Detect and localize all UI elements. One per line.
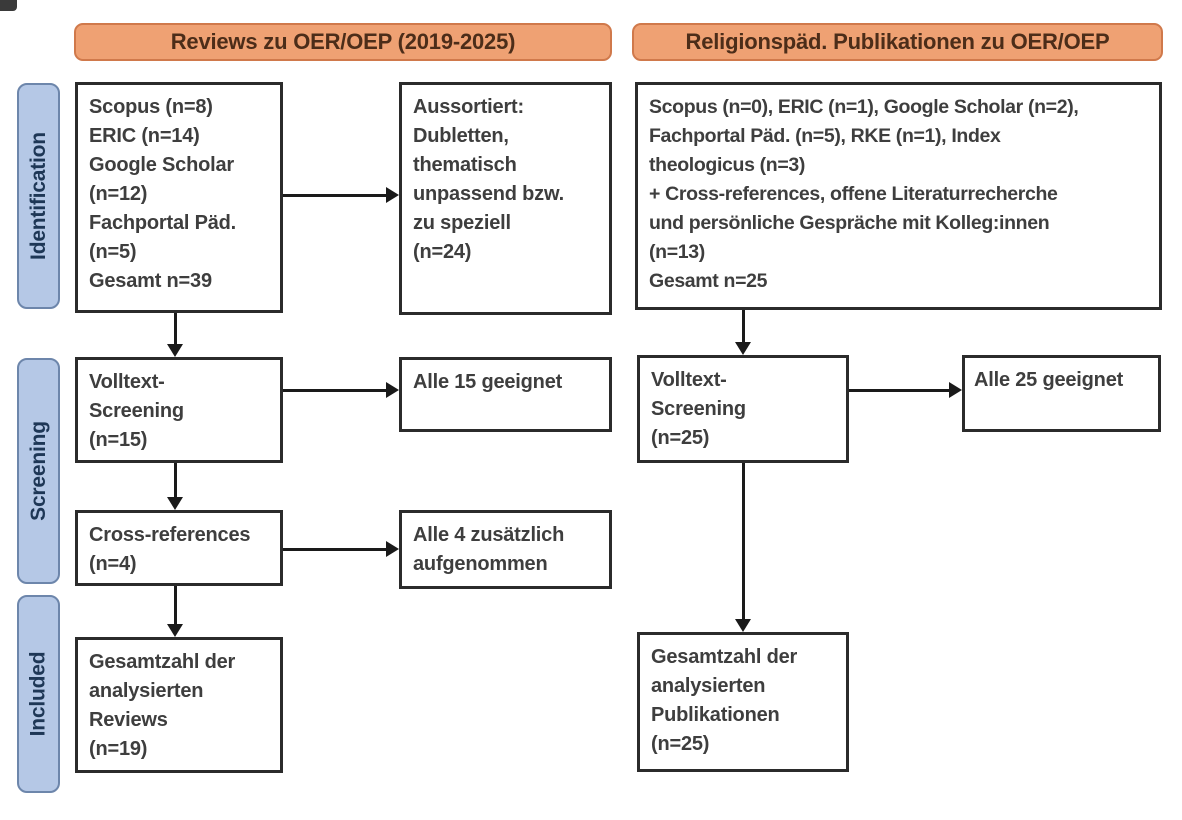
arrow-sources-to-fulltext-head xyxy=(167,344,183,357)
right-column-header: Religionspäd. Publikationen zu OER/OEP xyxy=(632,23,1163,61)
arrow-right-sources-to-fulltext-head xyxy=(735,342,751,355)
arrow-right-sources-to-fulltext-line xyxy=(742,310,745,343)
left-added-box: Alle 4 zusätzlich aufgenommen xyxy=(399,510,612,589)
arrow-right-fulltext-to-eligible-line xyxy=(849,389,949,392)
arrow-fulltext-to-crossref-head xyxy=(167,497,183,510)
right-sources-box: Scopus (n=0), ERIC (n=1), Google Scholar… xyxy=(635,82,1162,310)
arrow-sources-to-excluded-head xyxy=(386,187,399,203)
right-fulltext-screening-box: Volltext- Screening (n=25) xyxy=(637,355,849,463)
arrow-fulltext-to-crossref-line xyxy=(174,463,177,497)
arrow-crossref-to-added-head xyxy=(386,541,399,557)
left-included-box: Gesamtzahl der analysierten Reviews (n=1… xyxy=(75,637,283,773)
arrow-crossref-to-included-head xyxy=(167,624,183,637)
arrow-right-fulltext-to-included-line xyxy=(742,463,745,619)
arrow-right-fulltext-to-eligible-head xyxy=(949,382,962,398)
arrow-crossref-to-added-line xyxy=(283,548,386,551)
right-included-box: Gesamtzahl der analysierten Publikatione… xyxy=(637,632,849,772)
left-fulltext-screening-box: Volltext- Screening (n=15) xyxy=(75,357,283,463)
left-sources-box: Scopus (n=8) ERIC (n=14) Google Scholar … xyxy=(75,82,283,313)
left-crossref-box: Cross-references (n=4) xyxy=(75,510,283,586)
arrow-right-fulltext-to-included-head xyxy=(735,619,751,632)
left-eligible-box: Alle 15 geeignet xyxy=(399,357,612,432)
stage-label-screening: Screening xyxy=(17,358,60,584)
stage-label-included-text: Included xyxy=(26,651,50,737)
arrow-crossref-to-included-line xyxy=(174,586,177,624)
arrow-fulltext-to-eligible-head xyxy=(386,382,399,398)
right-eligible-box: Alle 25 geeignet xyxy=(962,355,1161,432)
left-excluded-box: Aussortiert: Dubletten, thematisch unpas… xyxy=(399,82,612,315)
corner-artifact xyxy=(0,0,17,11)
arrow-fulltext-to-eligible-line xyxy=(283,389,386,392)
arrow-sources-to-excluded-line xyxy=(283,194,386,197)
stage-label-identification-text: Identification xyxy=(26,132,50,260)
stage-label-identification: Identification xyxy=(17,83,60,309)
arrow-sources-to-fulltext-line xyxy=(174,313,177,345)
left-column-header: Reviews zu OER/OEP (2019-2025) xyxy=(74,23,612,61)
stage-label-included: Included xyxy=(17,595,60,793)
stage-label-screening-text: Screening xyxy=(26,421,50,521)
